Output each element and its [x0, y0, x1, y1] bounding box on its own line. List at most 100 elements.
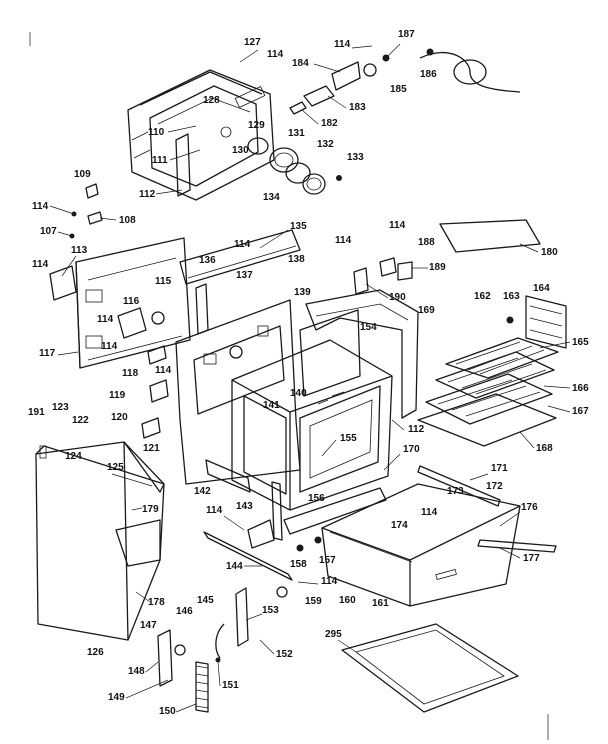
part-label-122: 122 [72, 415, 89, 426]
part-label-127: 127 [244, 37, 261, 48]
leader-lines [49, 43, 571, 713]
part-label-172: 172 [486, 481, 503, 492]
part-label-163: 163 [503, 291, 520, 302]
part-label-114m: 114 [321, 576, 338, 587]
part-label-162: 162 [474, 291, 491, 302]
part-label-134: 134 [263, 192, 280, 203]
part-label-114d: 114 [389, 220, 406, 231]
part-label-165: 165 [572, 337, 589, 348]
oven-cavity [205, 339, 393, 541]
part-label-119: 119 [109, 390, 126, 401]
part-label-173: 173 [447, 486, 464, 497]
part-label-141: 141 [263, 400, 280, 411]
part-label-121: 121 [143, 443, 160, 454]
part-label-114c: 114 [32, 201, 49, 212]
part-label-110: 110 [148, 127, 165, 138]
part-label-109: 109 [74, 169, 91, 180]
hinge-parts [157, 587, 249, 713]
part-label-150: 150 [159, 706, 176, 717]
part-label-174: 174 [391, 520, 408, 531]
part-label-147: 147 [140, 620, 157, 631]
part-label-180: 180 [541, 247, 558, 258]
part-label-167: 167 [572, 406, 589, 417]
part-label-114e: 114 [234, 239, 251, 250]
part-label-139: 139 [294, 287, 311, 298]
part-label-190: 190 [389, 292, 406, 303]
top-panel [179, 229, 301, 285]
part-label-137: 137 [236, 270, 253, 281]
part-label-142: 142 [194, 486, 211, 497]
part-label-148: 148 [128, 666, 145, 677]
part-label-132: 132 [317, 139, 334, 150]
part-label-114g: 114 [32, 259, 49, 270]
part-label-108: 108 [119, 215, 136, 226]
part-label-124: 124 [65, 451, 82, 462]
part-label-182: 182 [321, 118, 338, 129]
part-label-120: 120 [111, 412, 128, 423]
part-label-136: 136 [199, 255, 216, 266]
part-label-183: 183 [349, 102, 366, 113]
part-label-161: 161 [372, 598, 389, 609]
part-label-116: 116 [123, 296, 140, 307]
drawer-slides [203, 519, 322, 598]
part-label-129: 129 [248, 120, 265, 131]
part-label-177: 177 [523, 553, 540, 564]
part-label-112b: 112 [408, 424, 425, 435]
part-label-115: 115 [155, 276, 172, 287]
part-label-151: 151 [222, 680, 239, 691]
part-label-123: 123 [52, 402, 69, 413]
part-label-295: 295 [325, 629, 342, 640]
part-label-117: 117 [39, 348, 56, 359]
part-label-145: 145 [197, 595, 214, 606]
part-label-143: 143 [236, 501, 253, 512]
part-label-156: 156 [308, 493, 325, 504]
broiler-pan [341, 623, 519, 713]
part-label-159: 159 [305, 596, 322, 607]
part-label-176: 176 [521, 502, 538, 513]
part-label-114a: 114 [267, 49, 284, 60]
part-label-155: 155 [340, 433, 357, 444]
part-label-164: 164 [533, 283, 550, 294]
small-parts-left [49, 183, 103, 301]
element-parts [269, 48, 521, 195]
part-label-158: 158 [290, 559, 307, 570]
part-label-114j: 114 [155, 365, 172, 376]
part-label-191: 191 [28, 407, 45, 418]
right-small-parts [353, 219, 541, 295]
part-label-170: 170 [403, 444, 420, 455]
part-label-171: 171 [491, 463, 508, 474]
part-label-128: 128 [203, 95, 220, 106]
part-label-169: 169 [418, 305, 435, 316]
part-label-179: 179 [142, 504, 159, 515]
registration-marks [29, 32, 549, 740]
brackets [141, 345, 169, 439]
part-label-125: 125 [107, 462, 124, 473]
part-label-114i: 114 [101, 341, 118, 352]
part-label-146: 146 [176, 606, 193, 617]
part-label-131: 131 [288, 128, 305, 139]
part-label-154: 154 [360, 322, 377, 333]
part-label-112a: 112 [139, 189, 156, 200]
part-label-130: 130 [232, 145, 249, 156]
part-label-114f: 114 [335, 235, 352, 246]
oven-door [35, 441, 165, 641]
part-label-189: 189 [429, 262, 446, 273]
part-label-138: 138 [288, 254, 305, 265]
storage-drawer [321, 465, 557, 607]
part-label-111: 111 [152, 155, 168, 166]
part-label-185: 185 [390, 84, 407, 95]
part-label-187: 187 [398, 29, 415, 40]
part-label-133: 133 [347, 152, 364, 163]
part-label-118: 118 [122, 368, 139, 379]
part-label-114b: 114 [334, 39, 351, 50]
part-label-126: 126 [87, 647, 104, 658]
part-label-152: 152 [276, 649, 293, 660]
rear-panel [75, 237, 191, 369]
part-label-113: 113 [71, 245, 88, 256]
part-label-140: 140 [290, 388, 307, 399]
side-wrap [299, 289, 419, 419]
oven-racks [417, 295, 567, 447]
part-label-168: 168 [536, 443, 553, 454]
